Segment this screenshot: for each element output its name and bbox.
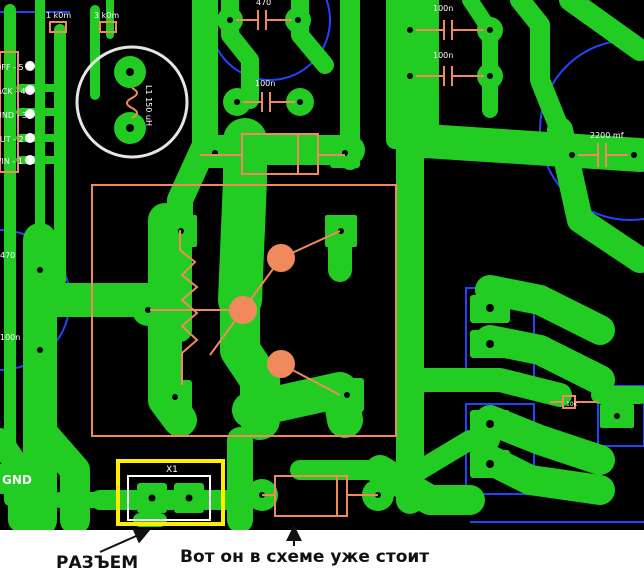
pcb-text-labels: 1 k0m 3 k0m 470 100n 100n 100n 2200 mf 4… xyxy=(0,0,624,487)
label-resistor-small: 10k xyxy=(566,401,578,408)
copper-traces xyxy=(0,0,644,530)
label-left-cap: 470 xyxy=(0,251,15,260)
connector-highlight-box xyxy=(116,459,225,526)
label-inductor: L1 150 uH xyxy=(144,85,153,126)
silkscreen xyxy=(0,10,628,517)
pcb-layout-view: 1 k0m 3 k0m 470 100n 100n 100n 2200 mf 4… xyxy=(0,0,644,530)
label-cap-top: 470 xyxy=(256,0,271,7)
label-header-3: GROUND - 3 xyxy=(0,111,27,120)
inductor-outline xyxy=(75,45,189,159)
arrow-to-connector xyxy=(99,528,151,553)
label-c2: 100n xyxy=(433,51,453,60)
label-header-5: VIN - 1 xyxy=(0,157,23,166)
label-header-2: FEEDBACK - 4 xyxy=(0,87,26,96)
gnd-pad xyxy=(0,464,30,494)
drill-holes xyxy=(37,17,637,498)
label-header-4: OUTPUT - 2 xyxy=(0,135,24,144)
label-c3: 100n xyxy=(255,79,275,88)
label-left-cap2: 100n xyxy=(0,333,20,342)
label-c1: 100n xyxy=(433,4,453,13)
connector-caption: РАЗЪЕМ xyxy=(56,553,139,573)
label-r1: 1 k0m xyxy=(46,11,71,20)
label-big-cap: 2200 mf xyxy=(590,131,624,140)
label-connector: X1 xyxy=(166,465,178,475)
label-r2: 3 k0m xyxy=(94,11,119,20)
header-pins xyxy=(25,61,35,165)
label-gnd: GND xyxy=(2,473,32,487)
label-header-1: ON/OFF - 5 xyxy=(0,63,24,72)
note-caption: Вот он в схеме уже стоит xyxy=(180,547,430,567)
connector-x1 xyxy=(127,475,211,521)
